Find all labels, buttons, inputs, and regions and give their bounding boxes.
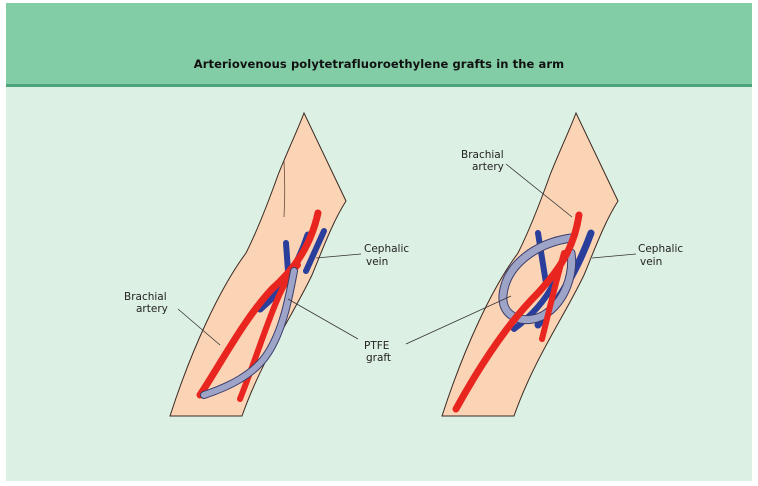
left-vein-leader xyxy=(316,254,361,258)
figure-frame: Arteriovenous polytetrafluoroethylene gr… xyxy=(6,3,752,481)
left-brachial-artery-label-2: artery xyxy=(136,303,168,315)
right-brachial-artery-label-2: artery xyxy=(472,161,504,173)
right-vein-leader xyxy=(592,254,636,258)
left-graft-leader xyxy=(288,299,358,339)
left-arm-illustration: Cephalic vein Brachial artery PTFE graft xyxy=(124,113,409,416)
ptfe-graft-label-2: graft xyxy=(366,352,391,364)
left-cephalic-vein-label-1: Cephalic xyxy=(364,243,409,255)
right-cephalic-vein-label-1: Cephalic xyxy=(638,243,683,255)
right-arm-illustration: Brachial artery Cephalic vein xyxy=(406,113,683,416)
left-brachial-artery-label-1: Brachial xyxy=(124,291,167,303)
left-vein-branch-short xyxy=(286,243,288,271)
right-cephalic-vein-label-2: vein xyxy=(640,256,662,268)
arm-grafts-diagram: Cephalic vein Brachial artery PTFE graft xyxy=(6,3,752,481)
right-brachial-artery-label-1: Brachial xyxy=(461,149,504,161)
left-cephalic-vein-label-2: vein xyxy=(366,256,388,268)
ptfe-graft-label-1: PTFE xyxy=(364,340,389,352)
